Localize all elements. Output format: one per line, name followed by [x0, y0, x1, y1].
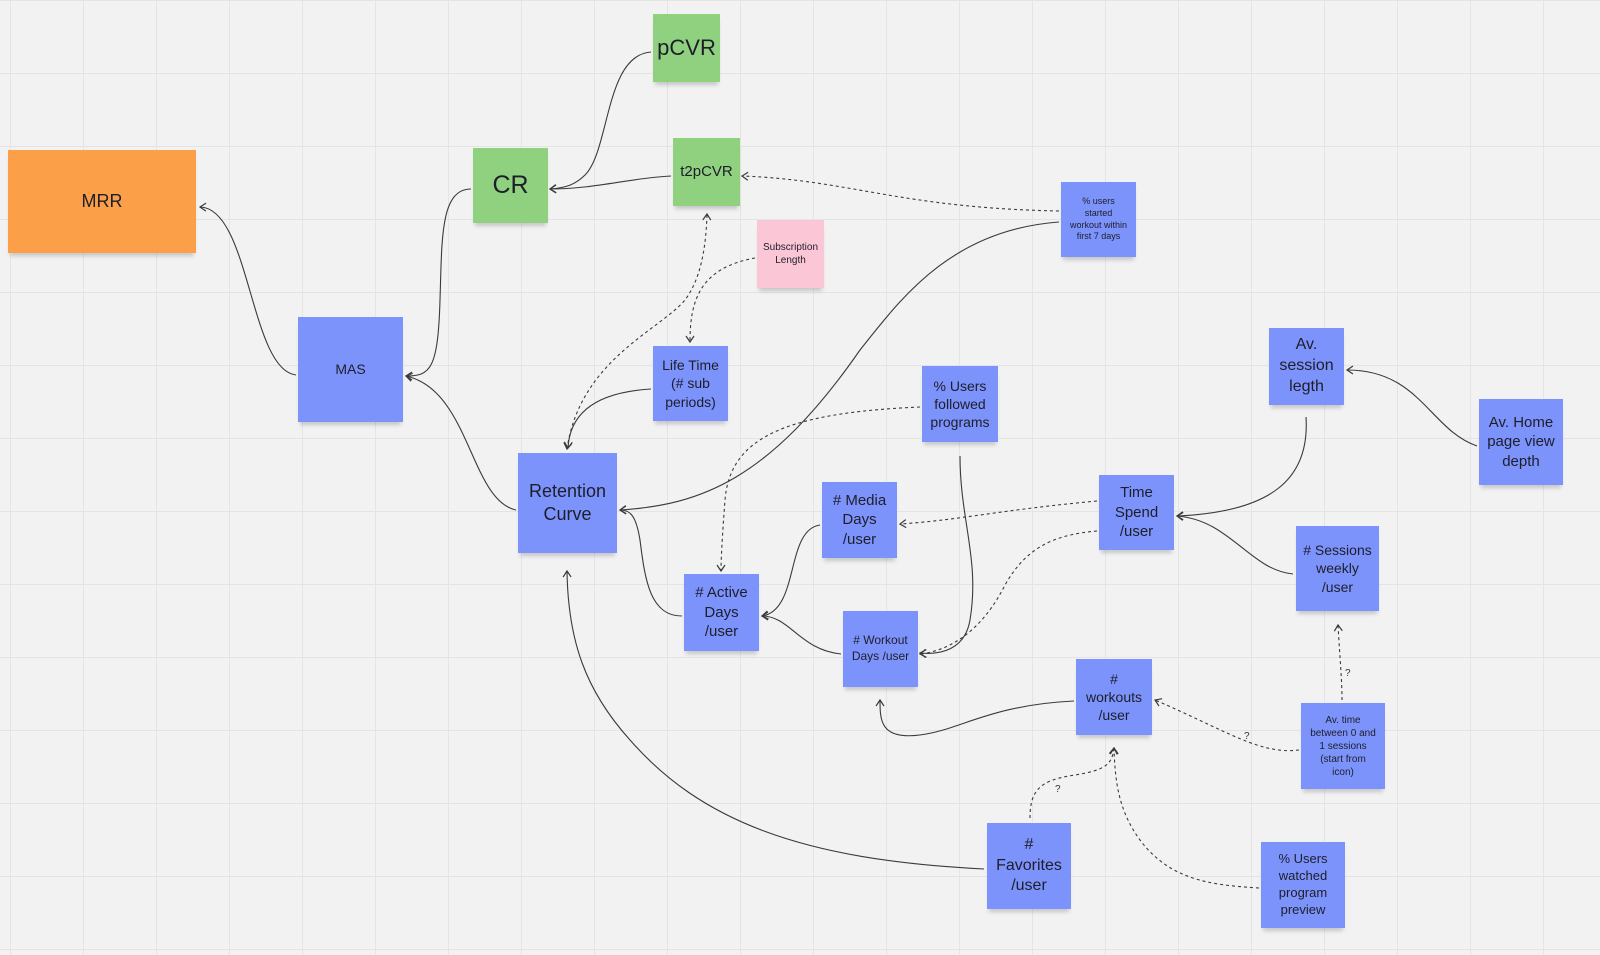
edge-favorites-to-workouts_user[interactable] [1029, 746, 1118, 819]
sticky-pcvr[interactable]: pCVR [653, 14, 720, 82]
edge-cr-to-mas[interactable] [404, 188, 472, 381]
edge-av_time_between_sessions-to-workouts_user[interactable] [1154, 698, 1300, 752]
edge-users_watched_preview-to-workouts_user[interactable] [1109, 746, 1260, 889]
edge-pcvr-to-cr[interactable] [548, 51, 652, 194]
edge-label: ? [1244, 731, 1250, 742]
edge-av_time_between_sessions-to-sessions_weekly[interactable] [1333, 623, 1343, 701]
sticky-label: CR [492, 171, 529, 200]
sticky-label: % Users watched program preview [1278, 851, 1328, 917]
sticky-mrr[interactable]: MRR [8, 150, 196, 253]
sticky-label: Av. time between 0 and 1 sessions (start… [1310, 714, 1376, 778]
edge-workout_days-to-active_days[interactable] [760, 611, 842, 655]
sticky-av-time-between-sessions[interactable]: Av. time between 0 and 1 sessions (start… [1301, 703, 1385, 789]
sticky-label: t2pCVR [680, 163, 733, 181]
edge-time_spend-to-workout_days[interactable] [918, 530, 1098, 658]
sticky-label: % users started workout within first 7 d… [1069, 196, 1128, 242]
edge-users_followed_programs-to-workout_days[interactable] [918, 455, 974, 659]
edge-users_followed_programs-to-active_days[interactable] [716, 406, 921, 573]
sticky-workouts-user[interactable]: # workouts /user [1076, 659, 1152, 735]
edge-workouts_user-to-workout_days[interactable] [875, 698, 1075, 737]
edge-retention_curve-to-t2pcvr[interactable] [563, 212, 712, 451]
edge-label: ? [1055, 784, 1061, 795]
sticky-mas[interactable]: MAS [298, 317, 403, 422]
edge-media_days-to-active_days[interactable] [760, 524, 821, 620]
sticky-subscription-length[interactable]: Subscription Length [757, 220, 824, 288]
edge-t2pcvr-to-cr[interactable] [548, 175, 672, 194]
sticky-label: # Sessions weekly /user [1303, 542, 1372, 595]
sticky-sessions-weekly[interactable]: # Sessions weekly /user [1296, 526, 1379, 611]
sticky-label: MRR [81, 190, 123, 211]
sticky-label: Retention Curve [528, 480, 607, 524]
sticky-time-spend[interactable]: Time Spend /user [1099, 475, 1174, 550]
edge-users_started_workout-to-t2pcvr[interactable] [740, 171, 1060, 212]
sticky-label: Subscription Length [762, 242, 819, 266]
edge-sessions_weekly-to-time_spend[interactable] [1175, 511, 1294, 575]
edge-label: ? [1345, 668, 1351, 679]
edge-retention_curve-to-mas[interactable] [404, 372, 517, 511]
sticky-cr[interactable]: CR [473, 148, 548, 223]
edge-mas-to-mrr[interactable] [198, 202, 297, 376]
sticky-av-home-page-view-depth[interactable]: Av. Home page view depth [1479, 399, 1563, 485]
sticky-users-watched-preview[interactable]: % Users watched program preview [1261, 842, 1345, 928]
sticky-retention-curve[interactable]: Retention Curve [518, 453, 617, 553]
sticky-workout-days[interactable]: # Workout Days /user [843, 611, 918, 687]
sticky-active-days[interactable]: # Active Days /user [684, 574, 759, 651]
sticky-label: Av. Home page view depth [1487, 413, 1555, 470]
sticky-label: # Active Days /user [695, 584, 748, 641]
sticky-label: # Favorites /user [996, 835, 1062, 895]
sticky-users-followed-programs[interactable]: % Users followed programs [922, 366, 998, 442]
edge-users_started_workout-to-retention_curve[interactable] [618, 221, 1060, 515]
sticky-label: pCVR [657, 34, 716, 60]
sticky-users-started-workout[interactable]: % users started workout within first 7 d… [1061, 182, 1136, 257]
sticky-label: # Media Days /user [832, 491, 887, 548]
sticky-label: # Workout Days /user [851, 633, 910, 663]
sticky-label: % Users followed programs [930, 377, 990, 431]
sticky-label: Life Time (# sub periods) [662, 357, 719, 410]
sticky-av-session-length[interactable]: Av. session legth [1269, 328, 1344, 405]
sticky-life-time[interactable]: Life Time (# sub periods) [653, 346, 728, 421]
edge-time_spend-to-media_days[interactable] [898, 500, 1098, 529]
edge-av_session_length-to-time_spend[interactable] [1175, 416, 1307, 521]
edge-av_home_page_view_depth-to-av_session_length[interactable] [1345, 365, 1478, 447]
edge-life_time-to-retention_curve[interactable] [563, 388, 652, 450]
edge-active_days-to-retention_curve[interactable] [618, 505, 683, 617]
edge-favorites-to-retention_curve[interactable] [562, 569, 985, 870]
sticky-label: MAS [335, 361, 366, 378]
sticky-label: # workouts /user [1085, 670, 1143, 724]
sticky-favorites[interactable]: # Favorites /user [987, 823, 1071, 909]
sticky-label: Time Spend /user [1114, 484, 1159, 541]
sticky-media-days[interactable]: # Media Days /user [822, 482, 897, 558]
sticky-label: Av. session legth [1279, 336, 1334, 395]
sticky-t2pcvr[interactable]: t2pCVR [673, 138, 740, 206]
